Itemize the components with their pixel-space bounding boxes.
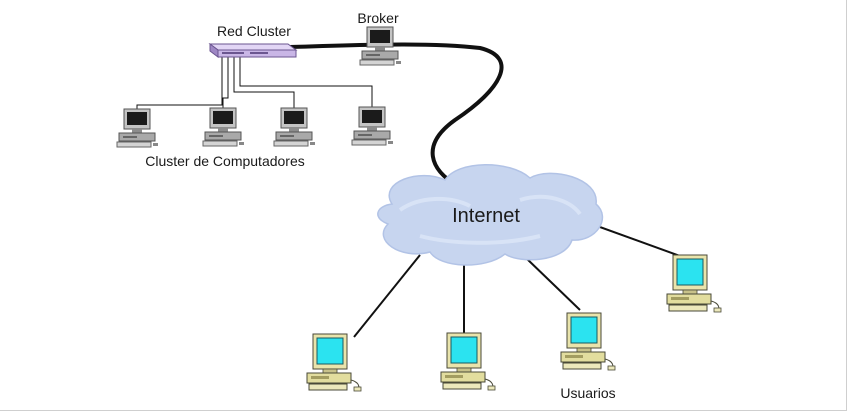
- internet-label: Internet: [452, 205, 520, 227]
- broker-label: Broker: [357, 10, 399, 26]
- user-computer-4-icon: [666, 254, 722, 313]
- user-computers: [306, 254, 722, 392]
- red-cluster-label: Red Cluster: [217, 23, 291, 39]
- internet-cloud: [377, 164, 603, 266]
- cluster-computer-4-icon: [351, 106, 394, 146]
- user-computer-3-icon: [560, 312, 616, 371]
- broker-internet-link: [289, 42, 504, 188]
- usuarios-label: Usuarios: [560, 385, 615, 401]
- cluster-switch: [208, 43, 298, 58]
- cluster-computers-label: Cluster de Computadores: [145, 153, 305, 169]
- user-computer-1-icon: [306, 333, 362, 392]
- cluster-computers: [116, 106, 394, 148]
- user-computer-2-icon: [440, 332, 496, 391]
- cluster-computer-2-icon: [202, 107, 245, 147]
- cluster-computer-1-icon: [116, 108, 159, 148]
- cluster-computer-3-icon: [273, 107, 316, 147]
- cluster-wiring: [136, 52, 373, 128]
